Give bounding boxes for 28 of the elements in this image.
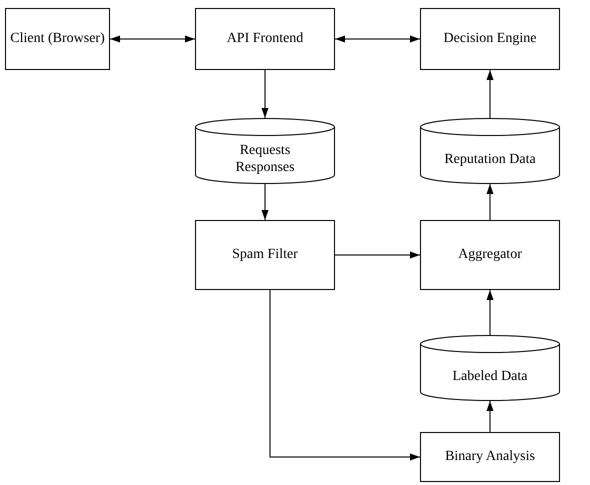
arrow [262, 70, 268, 118]
process-box [195, 220, 335, 290]
arrow [334, 252, 420, 258]
node-label: API Frontend [226, 30, 304, 48]
node-label: Decision Engine [442, 30, 538, 48]
process-box [420, 432, 560, 482]
arrow [334, 36, 420, 42]
arrow [486, 184, 494, 220]
process-box [420, 8, 560, 70]
database-cylinder [195, 118, 335, 184]
arrow [110, 36, 196, 42]
node-label: Binary Analysis [444, 448, 536, 466]
arrow [486, 400, 494, 432]
node-label: Labeled Data [451, 368, 528, 386]
node-label: Aggregator [457, 246, 523, 264]
arrow [270, 290, 420, 460]
node-label: Spam Filter [231, 246, 299, 264]
process-box [420, 220, 560, 290]
arrow [262, 184, 268, 220]
arrow [486, 290, 494, 336]
node-label: Requests Responses [234, 143, 296, 177]
database-cylinder [420, 118, 560, 184]
process-box [5, 8, 110, 70]
database-cylinder [420, 335, 560, 401]
node-label: Client (Browser) [9, 30, 106, 48]
process-box [195, 8, 335, 70]
node-label: Reputation Data [443, 152, 537, 168]
arrow [486, 70, 494, 118]
